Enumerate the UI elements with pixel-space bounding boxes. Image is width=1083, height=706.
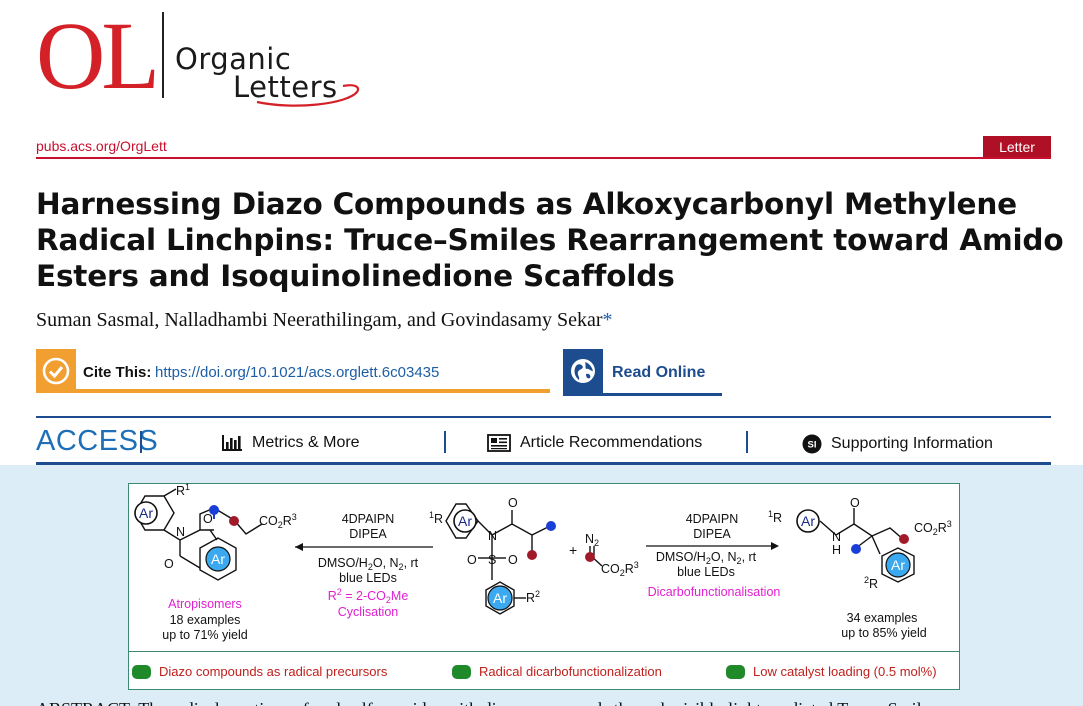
highlight-text: Low catalyst loading (0.5 mol%): [753, 664, 937, 679]
supporting-info-tab[interactable]: SI Supporting Information: [802, 434, 993, 454]
cite-label: Cite This:: [83, 364, 152, 381]
article-type-badge: Letter: [983, 136, 1051, 158]
article-title: Harnessing Diazo Compounds as Alkoxycarb…: [36, 187, 1064, 293]
journal-logo-mark: OL: [36, 2, 160, 109]
abstract-start: ABSTRACT: The radical reactions of aryl …: [36, 694, 1066, 706]
access-label: ACCESS: [36, 425, 159, 457]
author-names[interactable]: Suman Sasmal, Nalladhambi Neerathilingam…: [36, 309, 603, 331]
logo-swoosh-icon: [256, 84, 360, 107]
highlight-text: Diazo compounds as radical precursors: [159, 664, 388, 679]
read-online-button[interactable]: Read Online: [563, 349, 722, 396]
green-bullet-icon: [452, 664, 471, 679]
si-badge-text: SI: [808, 440, 817, 451]
access-bar-bottom-rule: [36, 462, 1051, 465]
logo-divider: [162, 12, 164, 98]
access-separator: [746, 431, 748, 453]
check-icon: [36, 349, 76, 393]
author-list: Suman Sasmal, Nalladhambi Neerathilingam…: [36, 309, 613, 332]
header-rule: [36, 157, 1051, 159]
toc-separator: [128, 651, 960, 652]
journal-url[interactable]: pubs.acs.org/OrgLett: [36, 138, 167, 154]
access-separator: [140, 431, 142, 453]
bar-chart-icon: [222, 435, 242, 451]
globe-icon: [563, 349, 603, 393]
doi-link[interactable]: https://doi.org/10.1021/acs.orglett.6c03…: [155, 364, 440, 381]
access-separator: [444, 431, 446, 453]
green-bullet-icon: [726, 664, 745, 679]
highlight-catalyst: Low catalyst loading (0.5 mol%): [726, 664, 937, 679]
highlight-diazo: Diazo compounds as radical precursors: [132, 664, 387, 679]
newspaper-icon: [487, 434, 511, 452]
read-online-label: Read Online: [612, 364, 706, 381]
corresponding-author-mark[interactable]: *: [602, 309, 613, 331]
green-bullet-icon: [132, 664, 151, 679]
toc-graphic: [128, 483, 960, 690]
recommendations-tab[interactable]: Article Recommendations: [487, 434, 702, 452]
cite-this-box: Cite This: https://doi.org/10.1021/acs.o…: [36, 349, 550, 393]
metrics-tab[interactable]: Metrics & More: [221, 434, 360, 452]
access-bar-top-rule: [36, 416, 1051, 418]
logo-word-organic: Organic: [175, 42, 292, 76]
supporting-info-icon: SI: [802, 434, 822, 454]
logo-word-letters: Letters: [233, 70, 338, 104]
recommendations-label: Article Recommendations: [520, 434, 703, 451]
metrics-label: Metrics & More: [252, 434, 360, 451]
highlight-text: Radical dicarbofunctionalization: [479, 664, 662, 679]
highlight-radical: Radical dicarbofunctionalization: [452, 664, 662, 679]
supporting-info-label: Supporting Information: [831, 435, 993, 452]
